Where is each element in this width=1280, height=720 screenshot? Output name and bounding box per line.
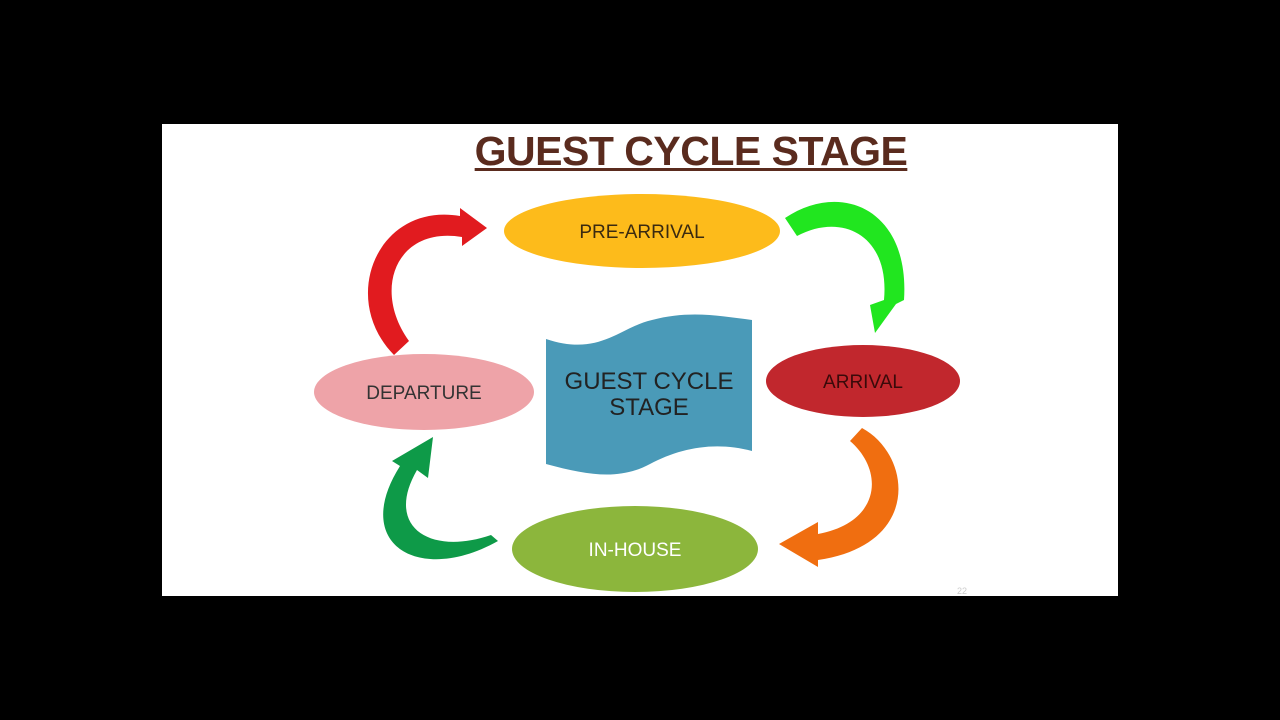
stage-departure-ellipse xyxy=(314,354,534,430)
page-number: 22 xyxy=(957,586,967,596)
stage-in-house-label: IN-HOUSE xyxy=(589,540,682,561)
stage-arrival: ARRIVAL xyxy=(766,345,960,417)
arrow-arrival-to-in-house xyxy=(779,428,899,567)
stage-departure: DEPARTURE xyxy=(314,354,534,430)
center-label-line-2: STAGE xyxy=(609,394,689,421)
center-banner-shape xyxy=(546,314,752,475)
arrow-departure-to-pre-arrival xyxy=(367,208,487,355)
center-label-line-1: GUEST CYCLE xyxy=(565,368,734,395)
stage-arrival-ellipse xyxy=(766,345,960,417)
stage-in-house-ellipse xyxy=(512,506,758,592)
arrow-pre-arrival-to-arrival xyxy=(785,201,905,333)
stage-arrival-label: ARRIVAL xyxy=(823,372,903,393)
stage-in-house: IN-HOUSE xyxy=(512,506,758,592)
stage-pre-arrival-ellipse xyxy=(504,194,780,268)
stage-departure-label: DEPARTURE xyxy=(366,383,481,404)
center-banner: GUEST CYCLE STAGE xyxy=(546,314,752,475)
arrow-in-house-to-departure xyxy=(383,437,498,560)
slide-title: GUEST CYCLE STAGE xyxy=(474,128,908,174)
stage-pre-arrival-label: PRE-ARRIVAL xyxy=(579,222,704,243)
stage-pre-arrival: PRE-ARRIVAL xyxy=(504,194,780,268)
